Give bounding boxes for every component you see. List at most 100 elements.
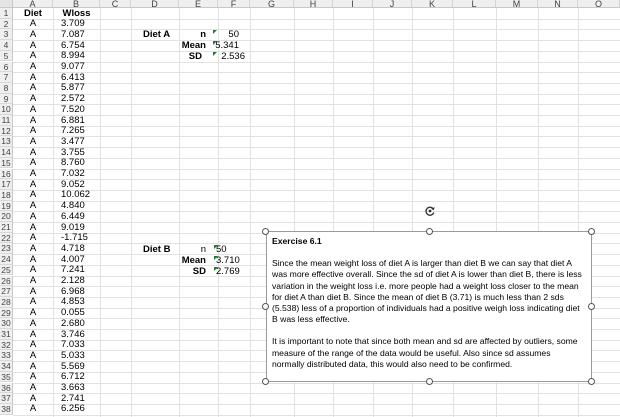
diet-cell[interactable]: A	[29, 189, 37, 201]
diet-cell[interactable]: A	[29, 61, 37, 72]
row-header[interactable]: 26	[0, 275, 13, 287]
wloss-cell[interactable]: 7.032	[61, 168, 85, 179]
column-header[interactable]: G	[250, 0, 294, 8]
select-all-corner[interactable]	[0, 0, 13, 8]
row-header[interactable]: 27	[0, 286, 13, 297]
wloss-cell[interactable]: 7.265	[61, 125, 85, 137]
row-header[interactable]: 12	[0, 125, 13, 137]
diet-a-mean-value[interactable]: 5.341	[215, 40, 239, 51]
resize-handle-bottom-left[interactable]	[262, 378, 269, 385]
diet-cell[interactable]: A	[29, 253, 37, 265]
resize-handle-right[interactable]	[588, 303, 595, 310]
row-header[interactable]: 23	[0, 243, 13, 255]
row-header[interactable]: 29	[0, 307, 13, 319]
diet-cell[interactable]: A	[29, 210, 37, 222]
row-header[interactable]: 21	[0, 222, 13, 233]
wloss-cell[interactable]: 0.055	[61, 307, 85, 319]
row-header[interactable]: 19	[0, 200, 13, 212]
wloss-cell[interactable]: 5.033	[61, 349, 85, 361]
column-header[interactable]: B	[53, 0, 100, 8]
column-header[interactable]: I	[333, 0, 373, 8]
diet-cell[interactable]: A	[29, 103, 37, 115]
column-header[interactable]: H	[294, 0, 333, 8]
diet-cell[interactable]: A	[29, 125, 37, 137]
wloss-cell[interactable]: 2.572	[61, 93, 85, 105]
diet-b-sd-label[interactable]: SD	[192, 266, 206, 277]
diet-a-sd-label[interactable]: SD	[188, 51, 202, 62]
row-header[interactable]: 11	[0, 115, 13, 126]
wloss-cell[interactable]: 8.994	[61, 50, 85, 62]
diet-b-n-label[interactable]: n	[200, 244, 206, 255]
diet-cell[interactable]: A	[29, 18, 37, 30]
row-header[interactable]: 31	[0, 329, 13, 340]
diet-cell[interactable]: A	[29, 28, 37, 40]
diet-cell[interactable]: A	[29, 392, 37, 404]
diet-b-mean-label[interactable]: Mean	[181, 255, 206, 266]
wloss-cell[interactable]: 9.052	[61, 178, 85, 190]
wloss-cell[interactable]: 6.256	[61, 403, 85, 415]
column-header[interactable]: D	[131, 0, 179, 8]
row-header[interactable]: 33	[0, 350, 13, 362]
diet-cell[interactable]: A	[29, 71, 37, 83]
exercise-text-box[interactable]: Exercise 6.1 Since the mean weight loss …	[266, 231, 592, 382]
diet-cell[interactable]: A	[29, 146, 37, 158]
wloss-cell[interactable]: 7.241	[61, 264, 85, 276]
diet-cell[interactable]: A	[29, 114, 37, 126]
row-header[interactable]: 35	[0, 371, 13, 383]
row-header[interactable]: 17	[0, 179, 13, 190]
diet-cell[interactable]: A	[29, 339, 37, 351]
column-header[interactable]: F	[218, 0, 250, 8]
wloss-cell[interactable]: 4.718	[61, 242, 85, 254]
rotate-handle-icon[interactable]	[424, 205, 436, 217]
diet-a-sd-value[interactable]: 2.536	[221, 51, 245, 62]
row-header[interactable]: 2	[0, 18, 13, 30]
row-header[interactable]: 32	[0, 339, 13, 351]
diet-cell[interactable]: A	[29, 135, 37, 147]
column-header[interactable]: L	[453, 0, 496, 8]
wloss-header-cell[interactable]: Wloss	[62, 7, 91, 19]
column-header[interactable]: O	[578, 0, 620, 8]
diet-cell[interactable]: A	[29, 296, 37, 308]
diet-cell[interactable]: A	[29, 178, 37, 190]
wloss-cell[interactable]: 6.968	[61, 285, 85, 297]
row-header[interactable]: 38	[0, 403, 13, 415]
wloss-cell[interactable]: 3.746	[61, 328, 85, 340]
row-header[interactable]: 30	[0, 318, 13, 329]
diet-cell[interactable]: A	[29, 275, 37, 286]
diet-a-label[interactable]: Diet A	[143, 29, 171, 40]
resize-handle-top-left[interactable]	[262, 228, 269, 235]
row-header[interactable]: 25	[0, 264, 13, 276]
wloss-cell[interactable]: 6.754	[61, 39, 85, 51]
resize-handle-bottom-right[interactable]	[588, 378, 595, 385]
wloss-cell[interactable]: 7.087	[61, 28, 85, 40]
diet-cell[interactable]: A	[29, 242, 37, 254]
row-header[interactable]: 1	[0, 8, 13, 19]
diet-b-n-value[interactable]: 50	[216, 244, 227, 255]
diet-cell[interactable]: A	[29, 285, 37, 297]
column-header[interactable]: N	[538, 0, 578, 8]
row-header[interactable]: 5	[0, 50, 13, 62]
row-header[interactable]: 15	[0, 157, 13, 169]
diet-b-label[interactable]: Diet B	[143, 244, 171, 255]
diet-cell[interactable]: A	[29, 82, 37, 94]
row-header[interactable]: 13	[0, 136, 13, 148]
wloss-cell[interactable]: 3.477	[61, 135, 85, 147]
column-header[interactable]: E	[179, 0, 218, 8]
wloss-cell[interactable]: 4.840	[61, 200, 85, 212]
wloss-cell[interactable]: 6.413	[61, 71, 85, 83]
row-header[interactable]: 36	[0, 382, 13, 394]
wloss-cell[interactable]: 6.881	[61, 114, 85, 126]
diet-cell[interactable]: A	[29, 264, 37, 276]
diet-cell[interactable]: A	[29, 50, 37, 62]
row-header[interactable]: 22	[0, 232, 13, 244]
diet-a-n-label[interactable]: n	[200, 29, 206, 40]
row-header[interactable]: 20	[0, 211, 13, 222]
row-header[interactable]: 6	[0, 61, 13, 73]
resize-handle-top[interactable]	[426, 228, 433, 235]
diet-cell[interactable]: A	[29, 39, 37, 51]
wloss-cell[interactable]: -1.715	[61, 232, 88, 244]
diet-cell[interactable]: A	[29, 221, 37, 233]
wloss-cell[interactable]: 2.128	[61, 275, 85, 286]
wloss-cell[interactable]: 2.680	[61, 317, 85, 329]
